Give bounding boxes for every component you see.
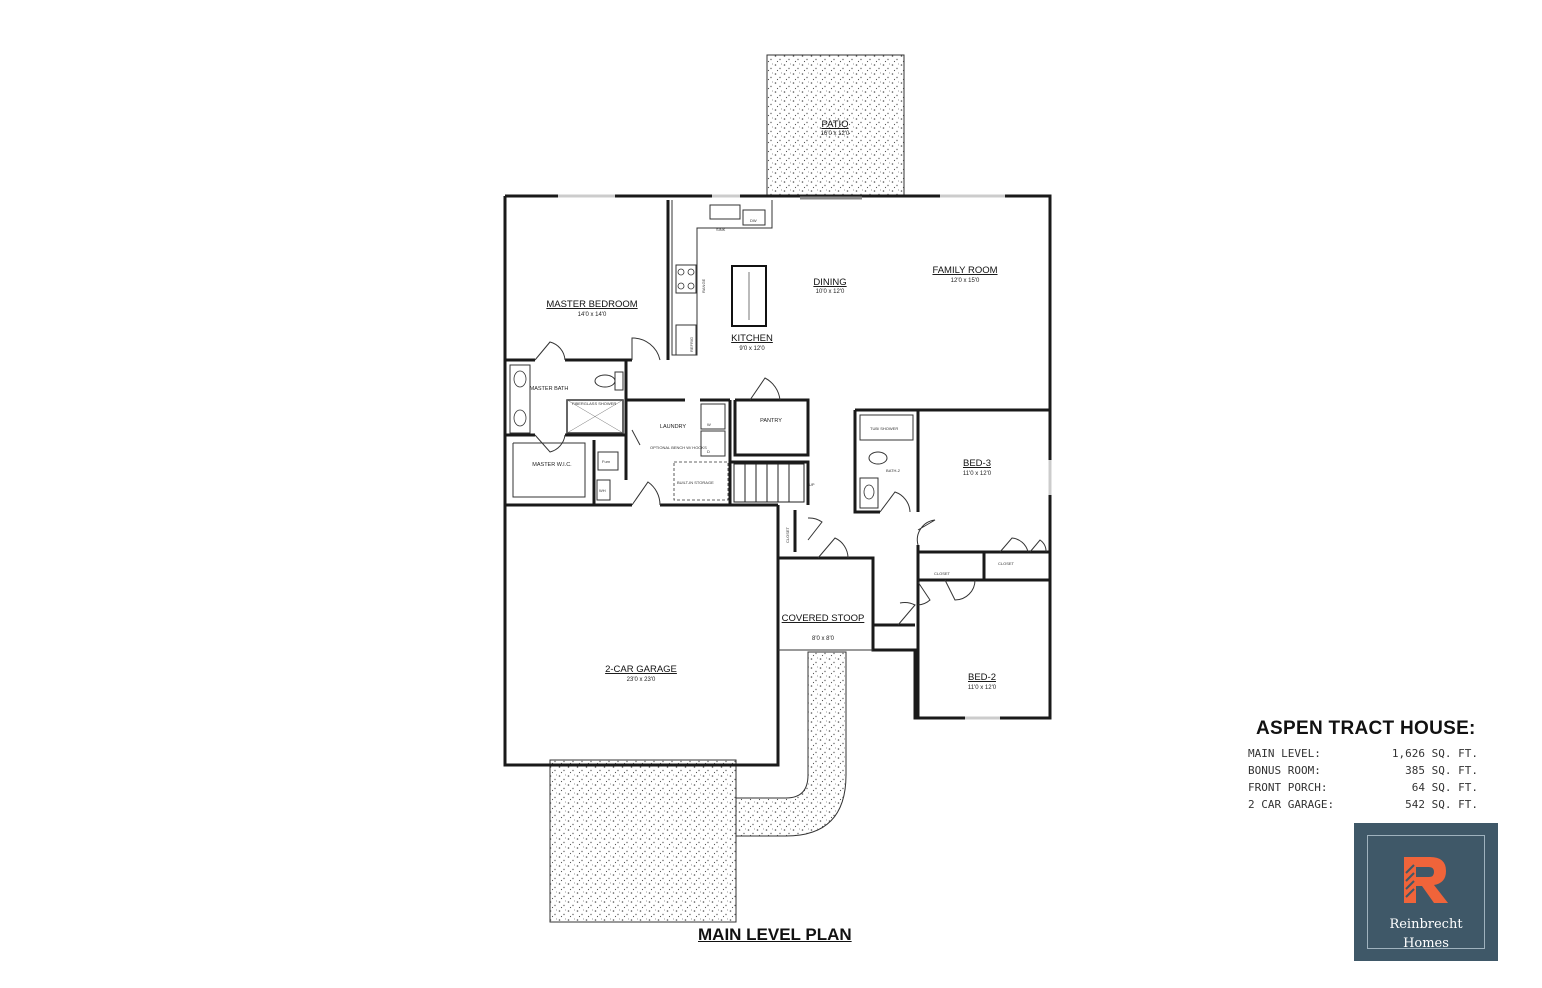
bed2-dims: 11'0 x 12'0: [968, 685, 997, 691]
summary-row: FRONT PORCH: 64 SQ. FT.: [1244, 779, 1484, 796]
kitchen-label: KITCHEN: [731, 333, 773, 344]
bed2-label: BED-2: [968, 672, 996, 683]
pantry-wall: [733, 398, 810, 457]
washer-label: W: [707, 422, 711, 427]
dining-dims: 10'0 x 12'0: [816, 289, 845, 295]
kitchen-island: [731, 265, 767, 327]
kitchen-counter: [671, 200, 773, 356]
family-room-dims: 12'0 x 15'0: [951, 278, 980, 284]
logo-text-line1: Reinbrecht: [1389, 917, 1463, 932]
dryer-icon: [700, 430, 726, 457]
tub-icon: [859, 414, 914, 441]
sink-basin-icon: [513, 409, 527, 427]
closet-bed2-label: CLOSET: [934, 571, 951, 576]
toilet-tank-icon: [614, 371, 624, 391]
wic-box: [512, 442, 586, 498]
driveway: [549, 759, 737, 923]
water-heater-icon: [596, 479, 611, 501]
refrigerator-icon: [675, 324, 697, 356]
storage-box: [673, 461, 729, 501]
summary-value: 1,626 SQ. FT.: [1391, 747, 1478, 760]
summary-title: ASPEN TRACT HOUSE:: [1256, 718, 1476, 739]
shower-icon: [566, 399, 624, 434]
summary-row: BONUS ROOM: 385 SQ. FT.: [1244, 762, 1484, 779]
pantry-label: PANTRY: [760, 418, 782, 424]
master-bedroom-dims: 14'0 x 14'0: [578, 312, 607, 318]
burner-icon: [687, 268, 695, 276]
bath2-label: BATH-2: [886, 468, 901, 473]
washer-icon: [700, 403, 726, 430]
bath2-toilet-icon: [868, 451, 888, 465]
master-wic-label: MASTER W.I.C.: [532, 462, 572, 468]
summary-label: BONUS ROOM:: [1248, 764, 1321, 777]
summary-value: 64 SQ. FT.: [1411, 781, 1478, 794]
master-bath-label: MASTER BATH: [530, 386, 569, 392]
summary-value: 542 SQ. FT.: [1405, 798, 1478, 811]
refrig-label: REFRIG: [689, 337, 694, 352]
burner-icon: [677, 282, 685, 290]
summary-label: MAIN LEVEL:: [1248, 747, 1321, 760]
garage-label: 2-CAR GARAGE: [605, 664, 677, 675]
wh-label: WH: [599, 488, 606, 493]
summary-value: 385 SQ. FT.: [1405, 764, 1478, 777]
dw-label: DW: [750, 218, 757, 223]
bath2-wall: [853, 410, 880, 514]
dining-label: DINING: [813, 277, 846, 288]
bath2-vanity-icon: [859, 477, 879, 509]
summary-row: MAIN LEVEL: 1,626 SQ. FT.: [1244, 745, 1484, 762]
shower-x: [566, 399, 624, 434]
furnace-icon: [597, 451, 619, 471]
bench-label: OPTIONAL BENCH W/ HOOKS: [650, 445, 707, 450]
sink-basin-icon: [513, 370, 527, 388]
bath2-sink-icon: [863, 484, 875, 500]
summary-label: 2 CAR GARAGE:: [1248, 798, 1335, 811]
door-swings: [534, 337, 1047, 626]
stoop-dims: 8'0 x 8'0: [812, 636, 835, 642]
summary-row: 2 CAR GARAGE: 542 SQ. FT.: [1244, 796, 1484, 813]
company-logo: Reinbrecht Homes: [1354, 823, 1498, 961]
garage-dims: 23'0 x 23'0: [627, 677, 656, 683]
toilet-icon: [594, 374, 616, 388]
burner-icon: [677, 268, 685, 276]
patio-dims: 16'0 x 12'0: [821, 131, 850, 137]
closet-bed3-label: CLOSET: [998, 561, 1015, 566]
patio-slab: [766, 54, 905, 196]
logo-frame: [1367, 835, 1485, 949]
closet-hall-label: CLOSET: [785, 526, 790, 543]
sink-icon: [709, 204, 741, 220]
sink-label: SINK: [716, 227, 726, 232]
range-icon: [675, 264, 697, 294]
stoop-label: COVERED STOOP: [782, 613, 865, 624]
stairs: [733, 463, 805, 503]
plan-title: MAIN LEVEL PLAN: [698, 925, 852, 944]
dishwasher-icon: [742, 209, 766, 226]
stairs-up-label: UP: [809, 482, 815, 487]
range-label: RANGE: [701, 278, 706, 293]
furnace-label: Furn: [602, 459, 610, 464]
master-bedroom-label: MASTER BEDROOM: [546, 299, 637, 310]
kitchen-dims: 9'0 x 12'0: [739, 346, 765, 352]
tub-label: TUB/ SHOWER: [870, 426, 898, 431]
vanity-icon: [509, 364, 531, 434]
burner-icon: [687, 282, 695, 290]
patio-label: PATIO: [821, 119, 848, 130]
laundry-label: LAUNDRY: [660, 424, 687, 430]
shower-label: FIBERGLASS SHOWER: [572, 401, 616, 406]
storage-label: BUILT-IN STORAGE: [677, 480, 714, 485]
bed3-label: BED-3: [963, 458, 991, 469]
summary-label: FRONT PORCH:: [1248, 781, 1328, 794]
square-footage-summary: ASPEN TRACT HOUSE: MAIN LEVEL: 1,626 SQ. …: [1244, 718, 1484, 813]
bed3-dims: 11'0 x 12'0: [963, 471, 992, 477]
family-room-label: FAMILY ROOM: [932, 265, 997, 276]
dryer-label: D: [707, 449, 710, 454]
front-walkway: [735, 651, 847, 837]
r-monogram-icon: [1404, 857, 1448, 903]
stair-wall: [730, 460, 810, 505]
logo-text-line2: Homes: [1403, 936, 1449, 951]
